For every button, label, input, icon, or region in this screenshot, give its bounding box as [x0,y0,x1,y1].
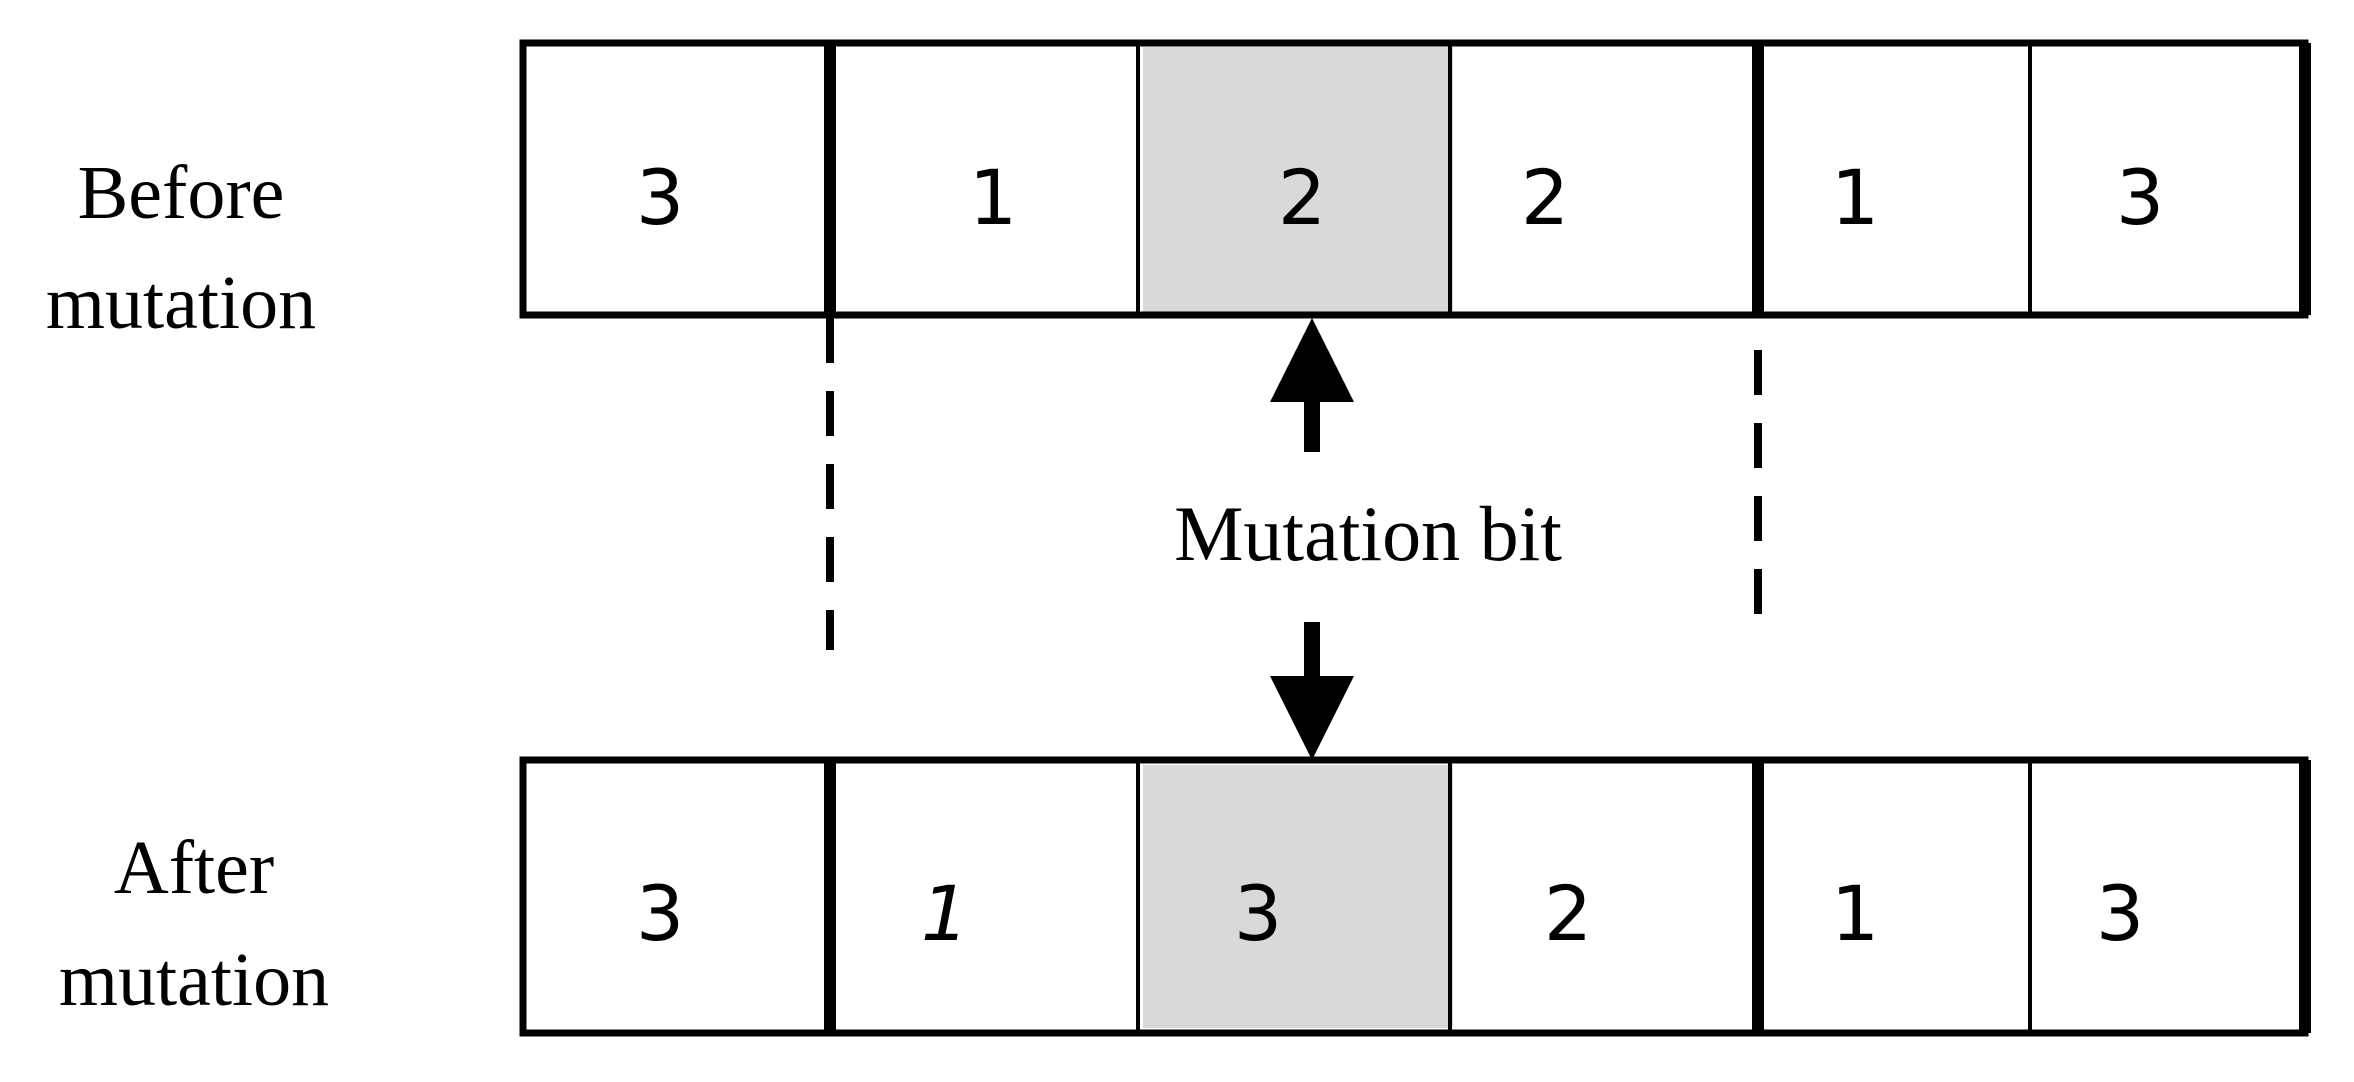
arrow-up-icon [1270,318,1354,452]
arrow-down-icon [1270,622,1354,760]
before-label-line2: mutation [46,261,316,345]
before-cell-5: 1 [1831,153,1879,242]
before-cell-1: 3 [636,153,684,242]
after-chromosome: 3 1 3 2 1 3 [519,756,2311,1037]
after-cell-3: 3 [1234,869,1282,958]
before-cell-6: 3 [2116,153,2164,242]
before-cell-2: 1 [969,153,1017,242]
after-label-line2: mutation [59,938,329,1022]
after-cell-2: 1 [921,869,969,958]
before-cell-4: 2 [1521,153,1569,242]
before-chromosome: 3 1 2 2 1 3 [519,39,2311,319]
before-cell-3: 2 [1278,153,1326,242]
after-highlight-cell [1143,765,1453,1028]
after-cell-4: 2 [1544,869,1592,958]
after-label-line1: After [114,826,274,910]
before-label-line1: Before [78,151,285,235]
after-cell-6: 3 [2096,869,2144,958]
after-cell-1: 3 [636,869,684,958]
after-cell-5: 1 [1831,869,1879,958]
before-highlight-cell [1143,47,1453,317]
mutation-bit-label: Mutation bit [1174,490,1562,577]
